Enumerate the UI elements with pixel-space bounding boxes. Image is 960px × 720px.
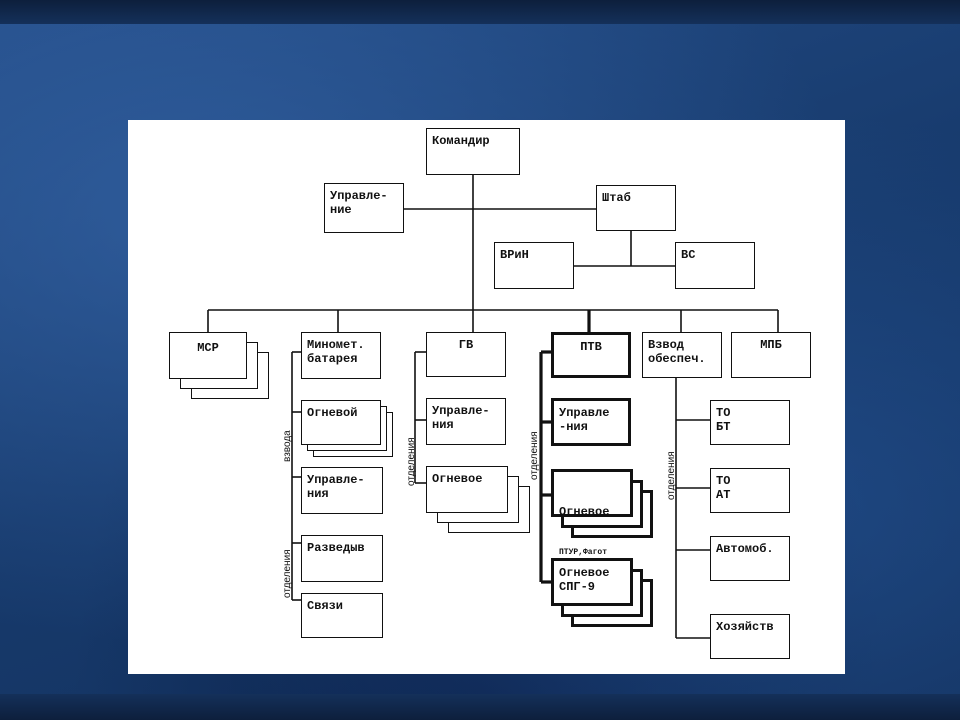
mortar-fire-box: Огневой bbox=[301, 400, 381, 445]
gv-box: ГВ bbox=[426, 332, 506, 377]
gv-squads-label: отделения bbox=[406, 437, 417, 486]
support-squads-label: отделения bbox=[666, 451, 677, 500]
ptv-fire-spg-box: Огневое СПГ-9 bbox=[551, 558, 633, 606]
mortar-control-box: Управле- ния bbox=[301, 467, 383, 514]
mpb-box: МПБ bbox=[731, 332, 811, 378]
to-bt-box: ТО БТ bbox=[710, 400, 790, 445]
commander-box: Командир bbox=[426, 128, 520, 175]
ptv-squads-label: отделения bbox=[529, 431, 540, 480]
management-box: Управле- ние bbox=[324, 183, 404, 233]
ptv-control-box: Управле -ния bbox=[551, 398, 631, 446]
ptv-fire-atgm-label: Огневое bbox=[559, 505, 610, 519]
staff-box: Штаб bbox=[596, 185, 676, 231]
slide-bottom-band bbox=[0, 694, 960, 720]
gv-control-box: Управле- ния bbox=[426, 398, 506, 445]
mortar-comms-box: Связи bbox=[301, 593, 383, 638]
ptv-fire-atgm-sublabel: ПТУР,Фагот bbox=[559, 548, 608, 557]
ptv-box: ПТВ bbox=[551, 332, 631, 378]
org-chart-sheet: Командир Управле- ние Штаб ВРиН ВС МСР М… bbox=[128, 120, 845, 674]
support-platoon-box: Взвод обеспеч. bbox=[642, 332, 722, 378]
mortar-battery-box: Миномет. батарея bbox=[301, 332, 381, 379]
mortar-recon-box: Разведыв bbox=[301, 535, 383, 582]
msr-box: МСР bbox=[169, 332, 247, 379]
vs-box: ВС bbox=[675, 242, 755, 289]
ptv-fire-atgm-box: Огневое ПТУР,Фагот bbox=[551, 469, 633, 557]
auto-box: Автомоб. bbox=[710, 536, 790, 581]
household-box: Хозяйств bbox=[710, 614, 790, 659]
mortar-platoon-label: взвода bbox=[282, 430, 293, 462]
connector-lines bbox=[207, 175, 779, 639]
gv-fire-box: Огневое bbox=[426, 466, 508, 513]
slide-top-band bbox=[0, 0, 960, 24]
mortar-squads-label: отделения bbox=[282, 549, 293, 598]
vrin-box: ВРиН bbox=[494, 242, 574, 289]
to-at-box: ТО АТ bbox=[710, 468, 790, 513]
